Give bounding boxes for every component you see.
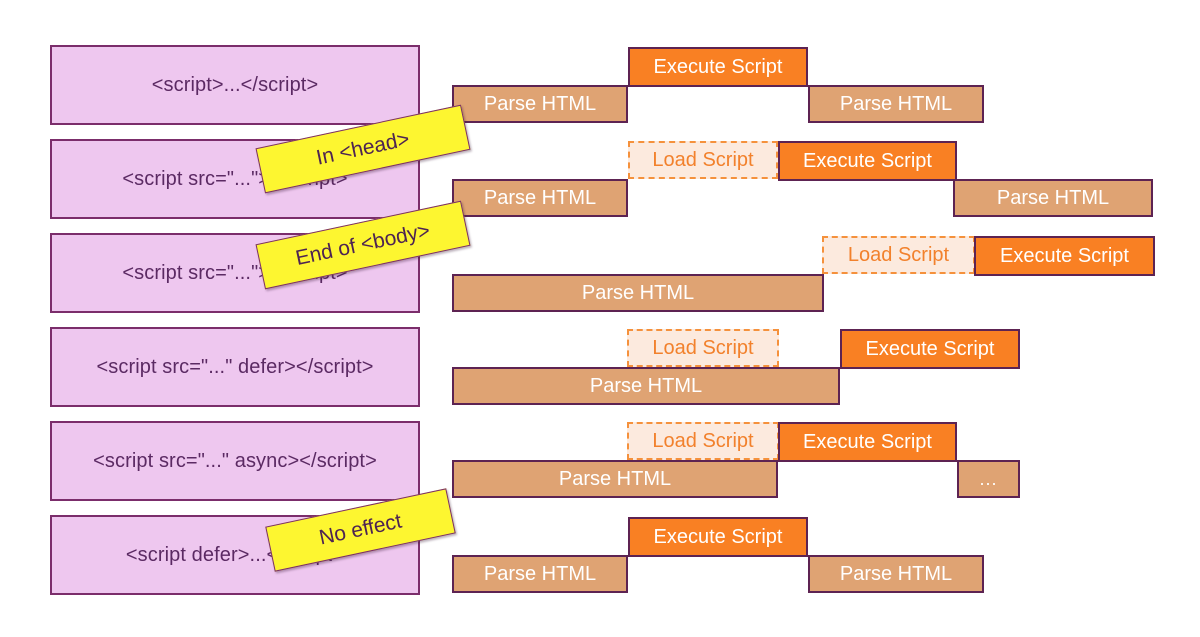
bar-label: Parse HTML	[589, 374, 703, 397]
bar-label: Parse HTML	[483, 562, 597, 585]
bar-label: Execute Script	[653, 525, 783, 548]
bar-label: Execute Script	[1000, 244, 1129, 267]
code-box-external-async: <script src="..." async></script>	[50, 421, 420, 501]
bar-parse-html: Parse HTML	[452, 274, 824, 312]
code-box-label: <script>...</script>	[151, 73, 319, 96]
bar-parse-html: Parse HTML	[452, 460, 778, 498]
bar-execute-script: Execute Script	[628, 517, 808, 557]
bar-parse-html: Parse HTML	[452, 555, 628, 593]
code-box-inline-script: <script>...</script>	[50, 45, 420, 125]
bar-execute-script: Execute Script	[778, 141, 957, 181]
bar-label: Execute Script	[865, 337, 995, 360]
code-box-inline-defer: <script defer>...</script>	[50, 515, 420, 595]
bar-load-script: Load Script	[627, 329, 779, 367]
bar-load-script: Load Script	[628, 141, 778, 179]
bar-execute-script: Execute Script	[974, 236, 1155, 276]
bar-load-script: Load Script	[627, 422, 779, 460]
bar-label: Load Script	[652, 148, 754, 171]
bar-parse-html: Parse HTML	[452, 179, 628, 217]
bar-parse-html: Parse HTML	[808, 85, 984, 123]
code-box-label: <script src="..." defer></script>	[96, 355, 374, 378]
bar-execute-script: Execute Script	[628, 47, 808, 87]
bar-label: Load Script	[847, 243, 950, 266]
bar-label: ...	[979, 468, 998, 489]
bar-parse-html: Parse HTML	[452, 85, 628, 123]
callout-label: In <head>	[314, 127, 412, 170]
bar-label: Parse HTML	[839, 562, 953, 585]
bar-parse-html-continued: ...	[957, 460, 1020, 498]
bar-execute-script: Execute Script	[840, 329, 1020, 369]
bar-label: Load Script	[652, 429, 754, 452]
bar-label: Parse HTML	[581, 281, 695, 304]
code-box-external-defer: <script src="..." defer></script>	[50, 327, 420, 407]
bar-label: Parse HTML	[558, 467, 672, 490]
bar-execute-script: Execute Script	[778, 422, 957, 462]
bar-parse-html: Parse HTML	[452, 367, 840, 405]
bar-load-script: Load Script	[822, 236, 975, 274]
bar-label: Execute Script	[803, 430, 932, 453]
code-box-label: <script src="..." async></script>	[93, 449, 377, 472]
bar-label: Execute Script	[803, 149, 932, 172]
bar-label: Parse HTML	[483, 186, 597, 209]
bar-label: Parse HTML	[996, 186, 1110, 209]
bar-parse-html: Parse HTML	[953, 179, 1153, 217]
bar-label: Parse HTML	[483, 92, 597, 115]
bar-label: Load Script	[652, 336, 754, 359]
callout-label: No effect	[317, 509, 404, 550]
bar-label: Parse HTML	[839, 92, 953, 115]
bar-label: Execute Script	[653, 55, 783, 78]
bar-parse-html: Parse HTML	[808, 555, 984, 593]
